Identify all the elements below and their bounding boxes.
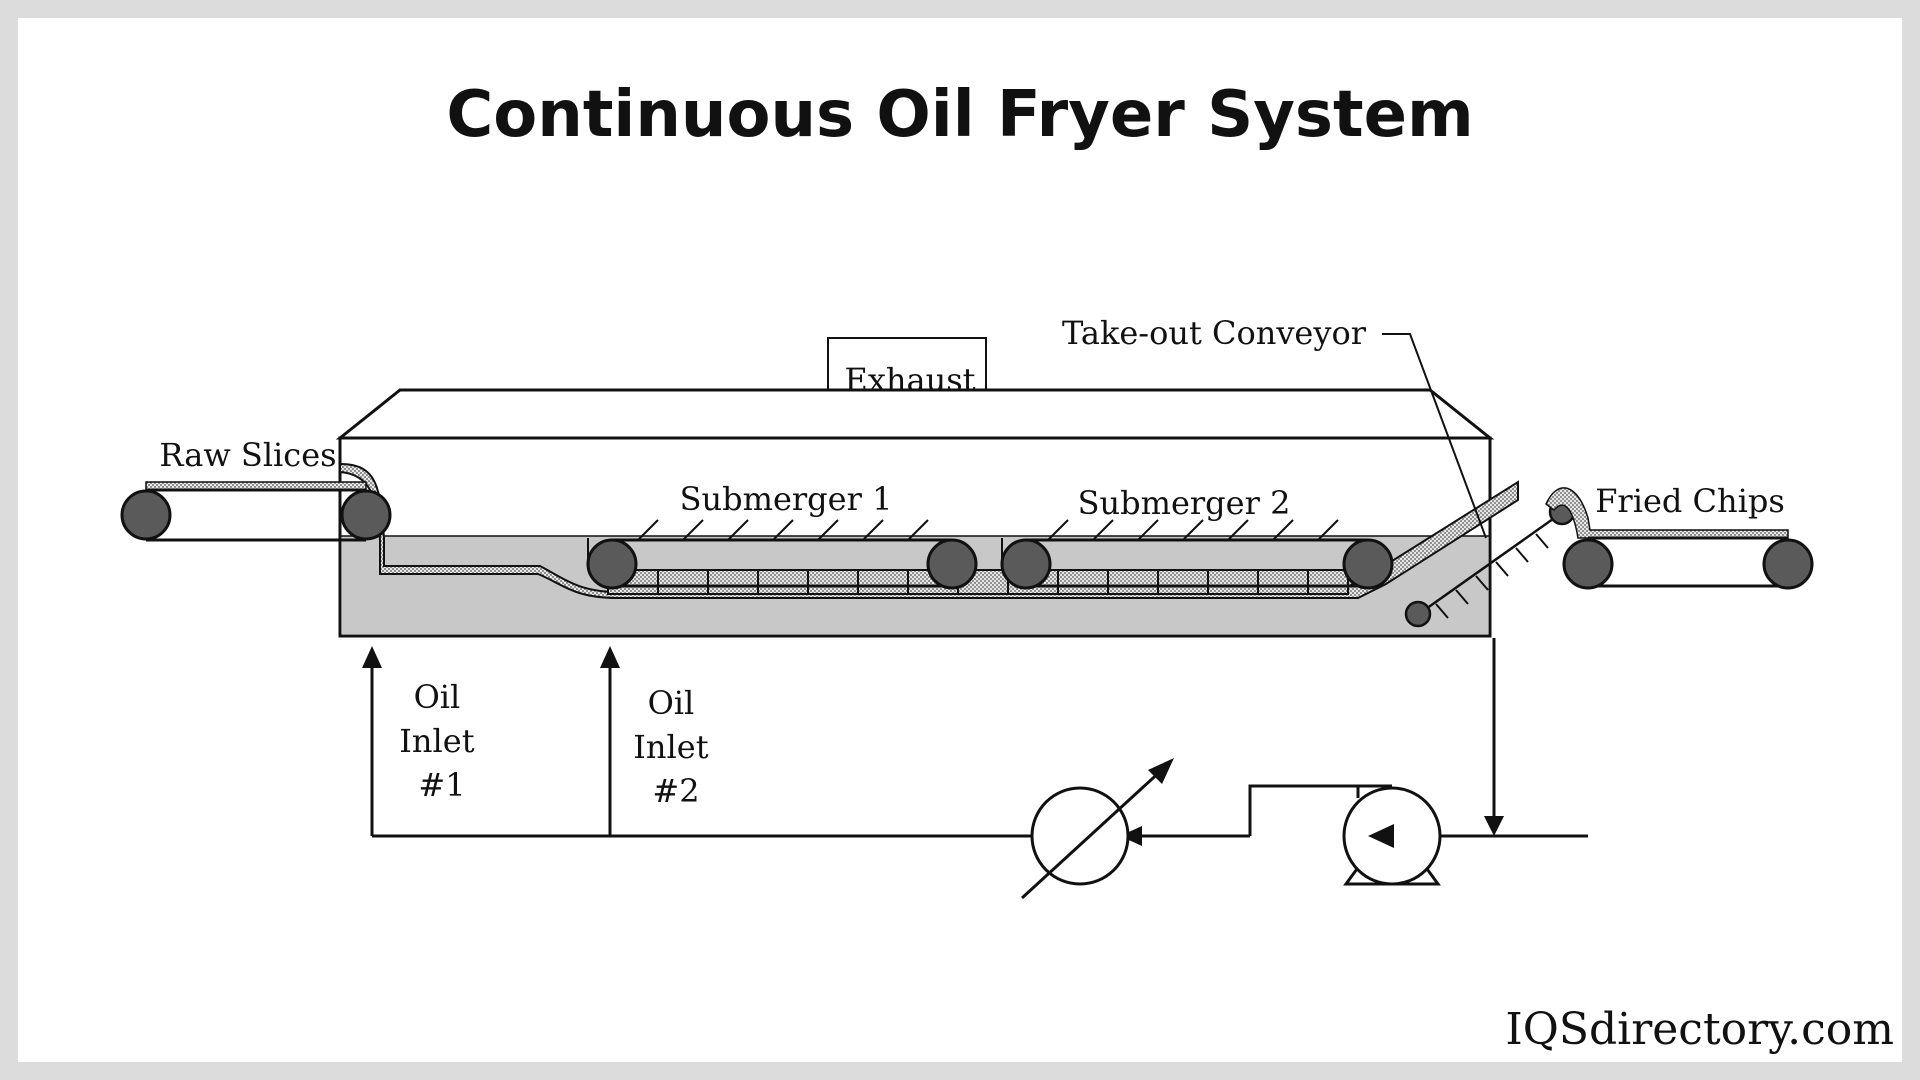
roller	[120, 489, 172, 541]
fryer-tank	[338, 436, 1492, 638]
inlet-2-arrow	[600, 646, 620, 668]
pump-icon	[1250, 784, 1442, 886]
oil-inlet-2-line: #2	[652, 772, 699, 810]
diagram-title: Continuous Oil Fryer System	[446, 78, 1473, 152]
submerger-1	[586, 519, 978, 590]
fryer-diagram: Continuous Oil Fryer System Exhaust	[120, 78, 1894, 1055]
oil-inlet-1-label: Oil Inlet #1	[399, 678, 484, 804]
roller	[1562, 538, 1614, 590]
roller	[1000, 538, 1052, 590]
submerger-1-label: Submerger 1	[680, 480, 893, 518]
raw-slices-label: Raw Slices	[159, 436, 336, 474]
fried-chips-conveyor	[1545, 487, 1814, 590]
watermark: IQSdirectory.com	[1505, 1004, 1894, 1055]
submerger-belt	[607, 569, 1349, 595]
submerger-2	[1000, 519, 1394, 590]
roller	[926, 538, 978, 590]
roller	[586, 538, 638, 590]
roller	[340, 489, 392, 541]
take-out-conveyor-leader	[1382, 333, 1487, 539]
fried-chips-label: Fried Chips	[1595, 482, 1785, 520]
oil-inlet-2-line: Oil	[648, 684, 695, 722]
take-out-conveyor-label: Take-out Conveyor	[1062, 314, 1367, 352]
oil-circulation-line	[370, 638, 1588, 838]
roller	[1342, 538, 1394, 590]
drain-arrow	[1484, 816, 1504, 836]
roller	[1762, 538, 1814, 590]
oil-inlet-1-line: Oil	[414, 678, 461, 716]
flow-arrow	[1120, 826, 1142, 846]
heat-exchanger-icon	[1020, 758, 1174, 900]
fryer-hood	[335, 388, 1495, 440]
oil-inlet-2-line: Inlet	[633, 728, 708, 766]
raw-slices-conveyor	[120, 481, 392, 542]
oil-inlet-1-line: #1	[418, 766, 465, 804]
roller	[1404, 600, 1432, 628]
inlet-1-arrow	[362, 646, 382, 668]
diagram-canvas: Continuous Oil Fryer System Exhaust	[18, 18, 1902, 1062]
submerger-2-label: Submerger 2	[1078, 484, 1291, 522]
oil-inlet-1-line: Inlet	[399, 722, 474, 760]
oil-inlet-2-label: Oil Inlet #2	[633, 684, 718, 810]
